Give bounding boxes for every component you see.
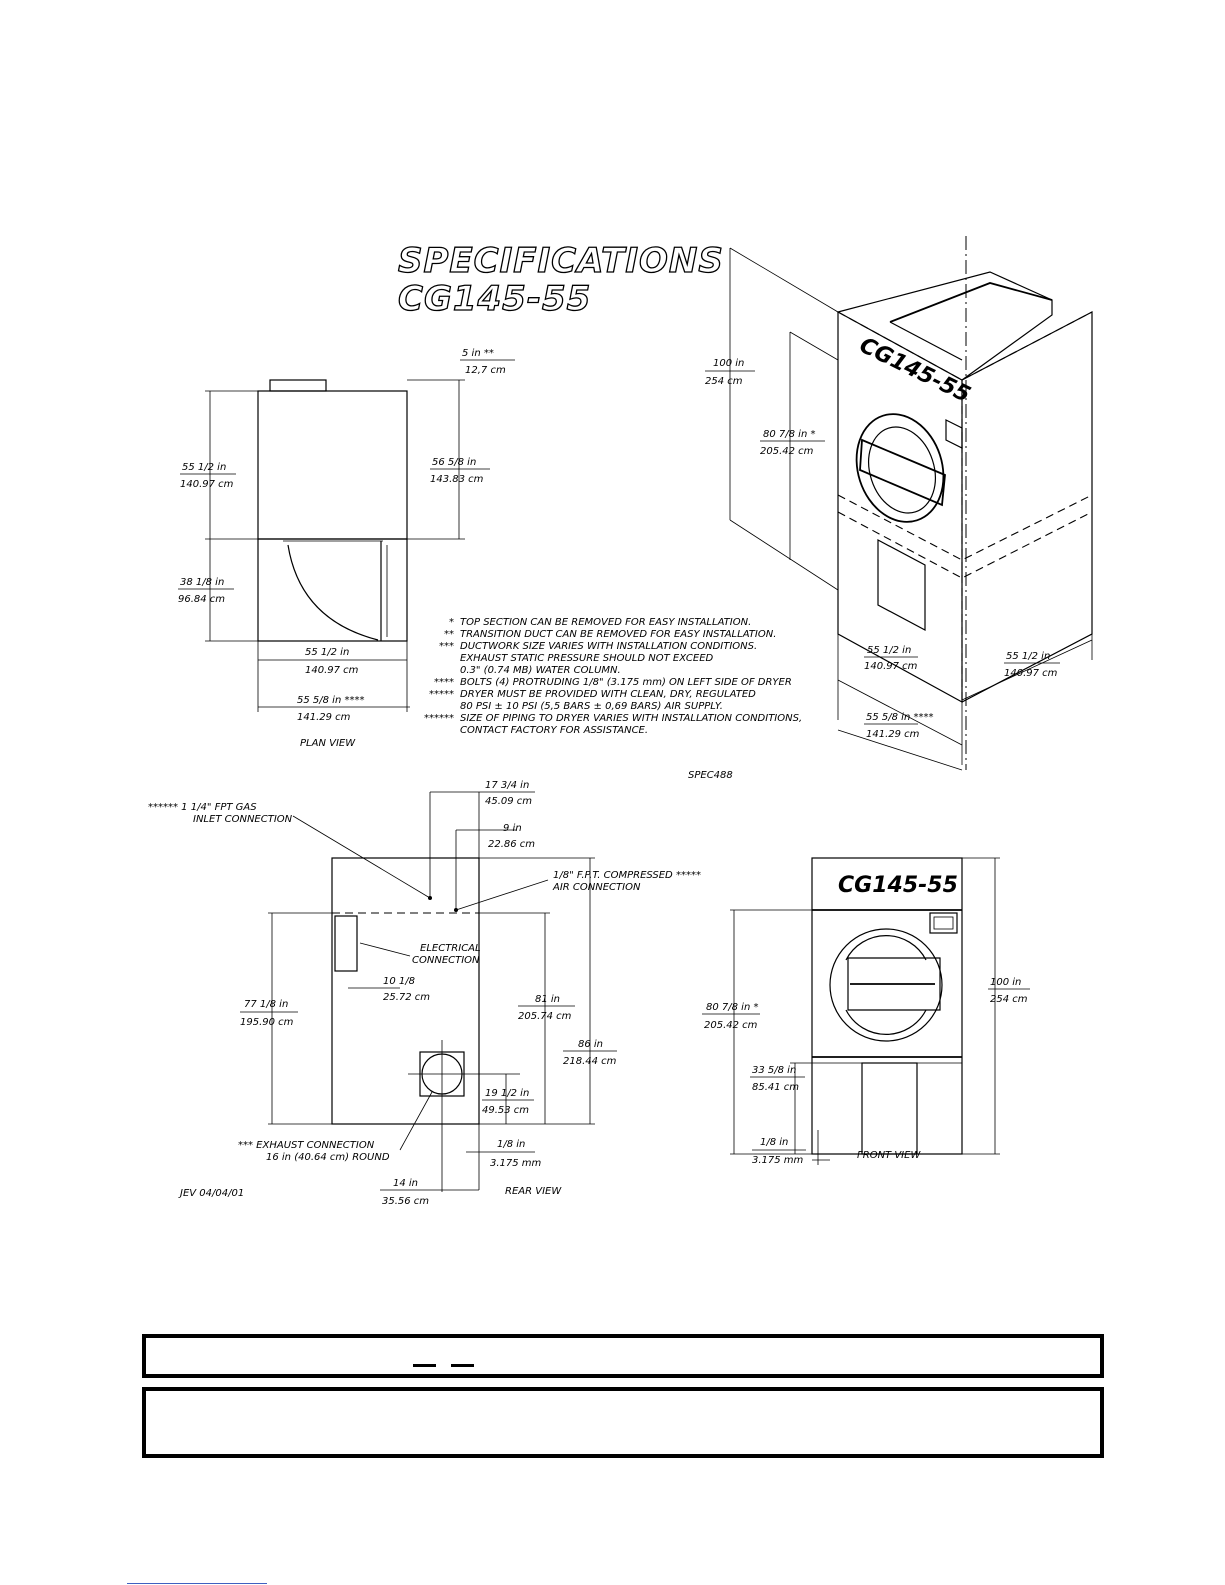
rear-view-label: REAR VIEW xyxy=(505,1186,562,1197)
front-dim-d-cm: 3.175 mm xyxy=(752,1155,804,1166)
front-dim-d-in: 1/8 in xyxy=(760,1137,788,1148)
front-dim-b-cm: 254 cm xyxy=(990,994,1028,1005)
note-mark: *** xyxy=(439,641,454,652)
rear-exhaust-label-1: *** EXHAUST CONNECTION xyxy=(238,1140,375,1151)
rear-view: ****** 1 1/4" FPT GAS INLET CONNECTION 1… xyxy=(148,780,701,1207)
spec-code: SPEC488 xyxy=(688,770,733,781)
notes: * TOP SECTION CAN BE REMOVED FOR EASY IN… xyxy=(424,617,802,781)
note-text: TOP SECTION CAN BE REMOVED FOR EASY INST… xyxy=(460,617,751,628)
note-text: 0.3" (0.74 MB) WATER COLUMN. xyxy=(460,665,621,676)
rear-elec-label-2: CONNECTION xyxy=(412,955,480,966)
note-mark: ***** xyxy=(429,689,454,700)
front-view-label: FRONT VIEW xyxy=(857,1150,921,1161)
rear-gas-label-1: ****** 1 1/4" FPT GAS xyxy=(148,802,257,813)
plan-dim-right-cm: 143.83 cm xyxy=(430,474,484,485)
front-dim-c-cm: 85.41 cm xyxy=(752,1082,799,1093)
rear-air-label-1: 1/8" F.P.T. COMPRESSED ***** xyxy=(553,870,701,881)
note-text: BOLTS (4) PROTRUDING 1/8" (3.175 mm) ON … xyxy=(460,677,792,688)
footer-dash xyxy=(451,1364,474,1367)
footer-dash xyxy=(413,1364,436,1367)
rear-dim-h-in: 1/8 in xyxy=(497,1139,525,1150)
note-mark: * xyxy=(449,617,454,628)
rear-dim-h-cm: 3.175 mm xyxy=(490,1158,542,1169)
plan-dim-door-cm: 96.84 cm xyxy=(178,594,225,605)
iso-dim-front-cm: 140.97 cm xyxy=(864,661,918,672)
plan-dim-top-cm: 12,7 cm xyxy=(465,365,506,376)
note-text: DRYER MUST BE PROVIDED WITH CLEAN, DRY, … xyxy=(460,689,756,700)
rear-air-label-2: AIR CONNECTION xyxy=(552,882,641,893)
iso-brand-label: CG145-55 xyxy=(855,333,974,408)
plan-dim-right-in: 56 5/8 in xyxy=(432,457,476,468)
plan-dim-total-cm: 141.29 cm xyxy=(297,712,351,723)
note-text: SIZE OF PIPING TO DRYER VARIES WITH INST… xyxy=(460,713,802,724)
rear-dim-a-cm: 45.09 cm xyxy=(485,796,532,807)
plan-view: 55 1/2 in 140.97 cm 38 1/8 in 96.84 cm 5… xyxy=(178,348,515,749)
note-mark: ****** xyxy=(424,713,454,724)
rear-dim-d-in: 77 1/8 in xyxy=(244,999,288,1010)
iso-dim-side-in: 55 1/2 in xyxy=(1006,651,1050,662)
rear-dim-f-cm: 218.44 cm xyxy=(563,1056,617,1067)
rear-dim-c-cm: 25.72 cm xyxy=(383,992,430,1003)
plan-dim-width-cm: 140.97 cm xyxy=(305,665,359,676)
rear-dim-i-in: 14 in xyxy=(393,1178,418,1189)
footer-box-2 xyxy=(142,1387,1104,1458)
rear-author: JEV 04/04/01 xyxy=(178,1188,244,1199)
note-text: CONTACT FACTORY FOR ASSISTANCE. xyxy=(460,725,648,736)
rear-dim-b-cm: 22.86 cm xyxy=(488,839,535,850)
plan-dim-door-in: 38 1/8 in xyxy=(180,577,224,588)
front-view: CG145-55 80 7/8 in * 205.42 cm 100 in 25… xyxy=(702,857,1030,1166)
rear-dim-c-in: 10 1/8 xyxy=(383,976,415,987)
front-brand-label: CG145-55 xyxy=(838,873,958,898)
iso-dim-mid-cm: 205.42 cm xyxy=(760,446,814,457)
plan-dim-left-in: 55 1/2 in xyxy=(182,462,226,473)
rear-exhaust-label-2: 16 in (40.64 cm) ROUND xyxy=(266,1152,390,1163)
footer-link-underline xyxy=(127,1583,267,1584)
plan-view-label: PLAN VIEW xyxy=(300,738,356,749)
rear-dim-b-in: 9 in xyxy=(503,823,522,834)
iso-dim-height-in: 100 in xyxy=(713,358,744,369)
note-text: TRANSITION DUCT CAN BE REMOVED FOR EASY … xyxy=(460,629,776,640)
iso-dim-side-cm: 140.97 cm xyxy=(1004,668,1058,679)
rear-gas-label-2: INLET CONNECTION xyxy=(193,814,293,825)
plan-dim-width-in: 55 1/2 in xyxy=(305,647,349,658)
iso-dim-height-cm: 254 cm xyxy=(705,376,743,387)
rear-elec-label-1: ELECTRICAL xyxy=(420,943,481,954)
rear-dim-a-in: 17 3/4 in xyxy=(485,780,529,791)
rear-dim-g-in: 19 1/2 in xyxy=(485,1088,529,1099)
note-mark: **** xyxy=(434,677,454,688)
footer-box-1 xyxy=(142,1334,1104,1378)
rear-dim-g-cm: 49.53 cm xyxy=(482,1105,529,1116)
front-dim-a-in: 80 7/8 in * xyxy=(706,1002,758,1013)
rear-dim-e-in: 81 in xyxy=(535,994,560,1005)
note-text: 80 PSI ± 10 PSI (5,5 BARS ± 0,69 BARS) A… xyxy=(460,701,723,712)
front-dim-b-in: 100 in xyxy=(990,977,1021,988)
iso-dim-front-in: 55 1/2 in xyxy=(867,645,911,656)
plan-dim-total-in: 55 5/8 in **** xyxy=(297,695,364,706)
note-mark: ** xyxy=(444,629,454,640)
iso-dim-base-in: 55 5/8 in **** xyxy=(866,712,933,723)
front-dim-c-in: 33 5/8 in xyxy=(752,1065,796,1076)
note-text: EXHAUST STATIC PRESSURE SHOULD NOT EXCEE… xyxy=(460,653,714,664)
title-line1: SPECIFICATIONS xyxy=(398,241,724,281)
iso-dim-base-cm: 141.29 cm xyxy=(866,729,920,740)
title-line2: CG145-55 xyxy=(398,279,591,319)
plan-dim-top-in: 5 in ** xyxy=(462,348,494,359)
rear-dim-d-cm: 195.90 cm xyxy=(240,1017,294,1028)
front-dim-a-cm: 205.42 cm xyxy=(704,1020,758,1031)
note-text: DUCTWORK SIZE VARIES WITH INSTALLATION C… xyxy=(460,641,757,652)
rear-dim-i-cm: 35.56 cm xyxy=(382,1196,429,1207)
rear-dim-f-in: 86 in xyxy=(578,1039,603,1050)
plan-dim-left-cm: 140.97 cm xyxy=(180,479,234,490)
iso-view: CG145-55 100 in 254 cm 80 7/8 in * 205.4… xyxy=(705,236,1093,771)
iso-dim-mid-in: 80 7/8 in * xyxy=(763,429,815,440)
rear-dim-e-cm: 205.74 cm xyxy=(518,1011,572,1022)
